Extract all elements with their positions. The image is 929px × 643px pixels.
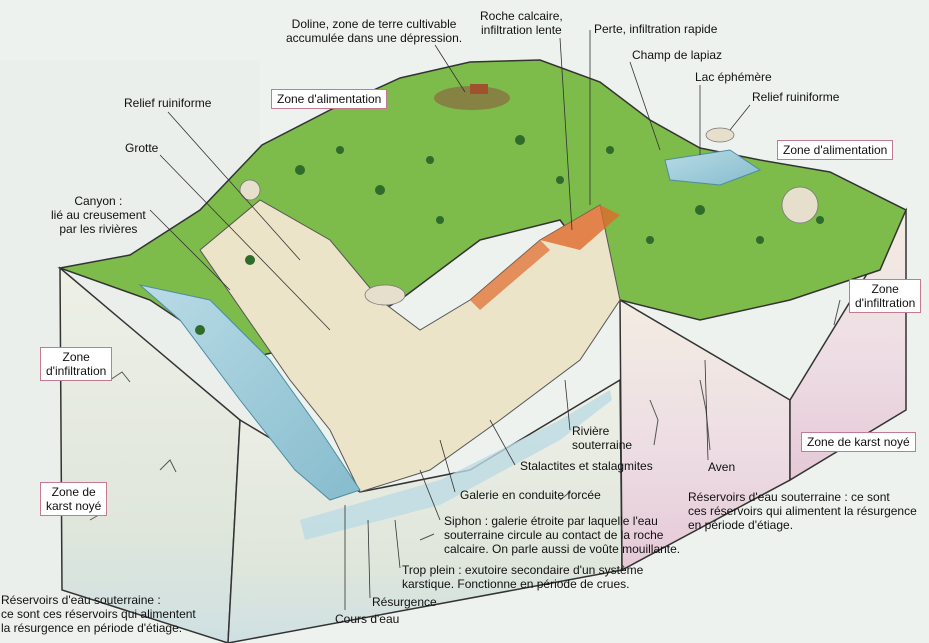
doline [434, 86, 510, 110]
label-aven: Aven [708, 460, 736, 474]
label-grotte: Grotte [125, 141, 159, 155]
label-cours-eau: Cours d'eau [335, 612, 400, 626]
label-relief-ruiniforme-right: Relief ruiniforme [752, 90, 840, 104]
label-roche-calcaire: Roche calcaire, infiltration lente [480, 9, 563, 37]
zone-karst-noye-left: Zone de karst noyé [40, 482, 108, 516]
label-resurgence: Résurgence [372, 595, 437, 609]
label-perte: Perte, infiltration rapide [594, 22, 718, 36]
label-reservoirs-left: Réservoirs d'eau souterraine : ce sont c… [1, 593, 196, 635]
label-doline: Doline, zone de terre cultivable accumul… [286, 17, 463, 45]
label-galerie: Galerie en conduite forcée [460, 488, 601, 502]
zone-alimentation-right: Zone d'alimentation [777, 140, 894, 160]
label-stalactites: Stalactites et stalagmites [520, 459, 653, 473]
zone-alimentation-left: Zone d'alimentation [271, 89, 388, 109]
ephemeral-lake [664, 149, 762, 186]
zone-infiltration-left: Zone d'infiltration [40, 347, 113, 381]
river [138, 284, 361, 501]
zone-karst-noye-right: Zone de karst noyé [801, 432, 916, 452]
label-siphon: Siphon : galerie étroite par laquelle l'… [444, 514, 681, 556]
label-reservoirs-right: Réservoirs d'eau souterraine : ce sont c… [688, 490, 917, 532]
label-canyon: Canyon : lié au creusement par les riviè… [51, 194, 146, 236]
label-riviere-souterraine: Rivière souterraine [572, 424, 633, 452]
zone-infiltration-right: Zone d'infiltration [849, 279, 922, 313]
label-relief-ruiniforme-left: Relief ruiniforme [124, 96, 212, 110]
label-trop-plein: Trop plein : exutoire secondaire d'un sy… [402, 563, 644, 591]
label-champ-lapiaz: Champ de lapiaz [632, 48, 723, 62]
label-lac-ephemere: Lac éphémère [695, 70, 772, 84]
